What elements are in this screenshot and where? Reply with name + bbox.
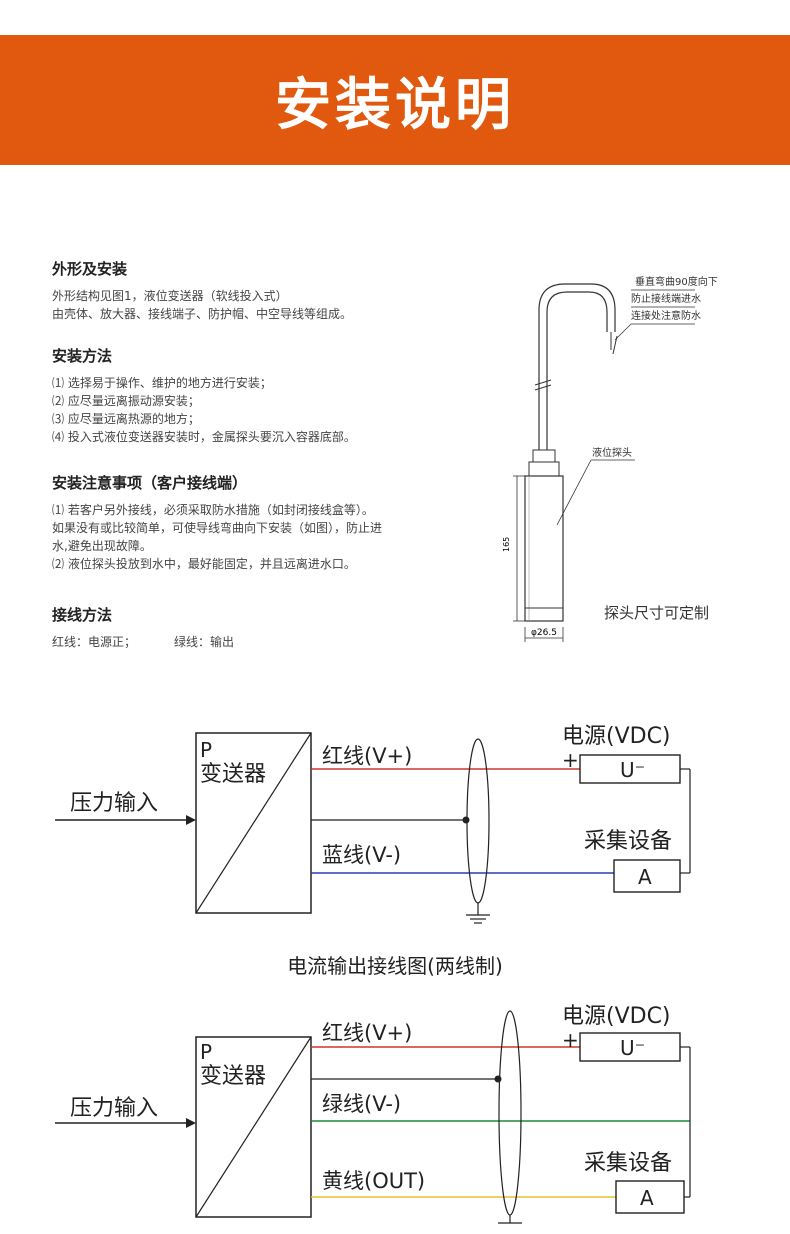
input-label: 压力输入	[70, 1096, 158, 1121]
shield-icon	[466, 738, 490, 904]
section-method: 安装方法 ⑴ 选择易于操作、维护的地方进行安装； ⑵ 应尽量远离振动源安装； ⑶…	[52, 345, 492, 446]
text-line: ⑵ 液位探头投放到水中，最好能固定，并且远离进水口。	[52, 557, 356, 571]
box-name: 变送器	[200, 762, 266, 787]
probe-label: 液位探头	[592, 446, 632, 459]
wire-yellow-label: 黄线(OUT)	[322, 1169, 425, 1193]
plus-sign: +	[562, 748, 579, 772]
power-box	[579, 754, 681, 784]
text-line: 如果没有或比较简单，可使导线弯曲向下安装（如图），防止进	[52, 521, 383, 535]
section-title: 安装注意事项（客户接线端）	[52, 474, 248, 492]
note-bend: 垂直弯曲90度向下	[635, 275, 718, 288]
probe-drawing: 165 φ26.5 液位探头 垂直弯曲90度向下 防止接线端进水 连接处注意防水	[502, 275, 718, 642]
transmitter-box	[195, 1036, 312, 1218]
arrow-icon	[186, 1118, 196, 1128]
wire-green-label: 绿线(V-)	[322, 1092, 401, 1116]
dim-diameter: φ26.5	[531, 628, 557, 638]
device-label: 采集设备	[584, 829, 672, 854]
wire-red-label: 红线(V+)	[322, 1021, 412, 1045]
section-title: 安装方法	[52, 347, 113, 365]
text-line: 水,避免出现故障。	[52, 539, 152, 553]
section-title: 外形及安装	[52, 260, 128, 278]
section-title: 接线方法	[52, 606, 113, 624]
wiring-diagram-three-wire: 压力输入 P 变送器 红线(V+) 绿线(V-) 黄线(OUT) 电源(VDC)…	[55, 1004, 691, 1224]
shield-icon	[498, 1010, 522, 1216]
text-line: ⑴ 若客户另外接线，必须采取防水措施（如封闭接线盒等）。	[52, 503, 374, 517]
section-notes: 安装注意事项（客户接线端） ⑴ 若客户另外接线，必须采取防水措施（如封闭接线盒等…	[52, 472, 492, 573]
power-box	[579, 1032, 681, 1062]
diagram-caption: 电流输出接线图(两线制)	[287, 954, 503, 978]
probe-caption: 探头尺寸可定制	[604, 604, 710, 622]
u-label: U⁻	[620, 1036, 645, 1060]
device-box	[613, 859, 681, 893]
wiring-green: 绿线：输出	[174, 635, 235, 649]
text-line: ⑷ 投入式液位变送器安装时，金属探头要沉入容器底部。	[52, 430, 356, 444]
wire-blue-label: 蓝线(V-)	[322, 843, 401, 867]
device-label: 采集设备	[584, 1151, 672, 1176]
transmitter-box	[195, 732, 312, 914]
section-appearance: 外形及安装 外形结构见图1，液位变送器（软线投入式） 由壳体、放大器、接线端子、…	[52, 258, 492, 323]
u-label: U⁻	[620, 758, 645, 782]
box-p: P	[200, 1040, 212, 1064]
box-name: 变送器	[200, 1064, 266, 1089]
text-line: 由壳体、放大器、接线端子、防护帽、中空导线等组成。	[52, 307, 353, 321]
wire-red-label: 红线(V+)	[322, 744, 412, 768]
arrow-icon	[186, 815, 196, 825]
section-wiring: 接线方法 红线：电源正； 绿线：输出	[52, 604, 492, 651]
wiring-red: 红线：电源正；	[52, 635, 137, 649]
input-label: 压力输入	[70, 791, 158, 816]
text-line: ⑴ 选择易于操作、维护的地方进行安装；	[52, 376, 272, 390]
text-line: ⑵ 应尽量远离振动源安装；	[52, 394, 200, 408]
header-banner: 安装说明	[0, 35, 790, 165]
power-label: 电源(VDC)	[562, 1004, 671, 1029]
power-label: 电源(VDC)	[562, 724, 671, 749]
box-p: P	[200, 738, 212, 762]
text-line: 外形结构见图1，液位变送器（软线投入式）	[52, 289, 288, 303]
wiring-diagram-two-wire: 压力输入 P 变送器 红线(V+) 蓝线(V-) 电源(VDC) + U⁻ 采集…	[55, 724, 691, 924]
text-line: ⑶ 应尽量远离热源的地方；	[52, 412, 200, 426]
plus-sign: +	[562, 1028, 579, 1052]
a-label: A	[640, 1186, 654, 1210]
note-waterproof-joint: 连接处注意防水	[631, 309, 701, 322]
device-box	[615, 1180, 685, 1214]
note-waterproof-end: 防止接线端进水	[631, 292, 701, 305]
page-title: 安装说明	[275, 72, 515, 138]
dim-length: 165	[502, 537, 511, 552]
a-label: A	[638, 865, 652, 889]
